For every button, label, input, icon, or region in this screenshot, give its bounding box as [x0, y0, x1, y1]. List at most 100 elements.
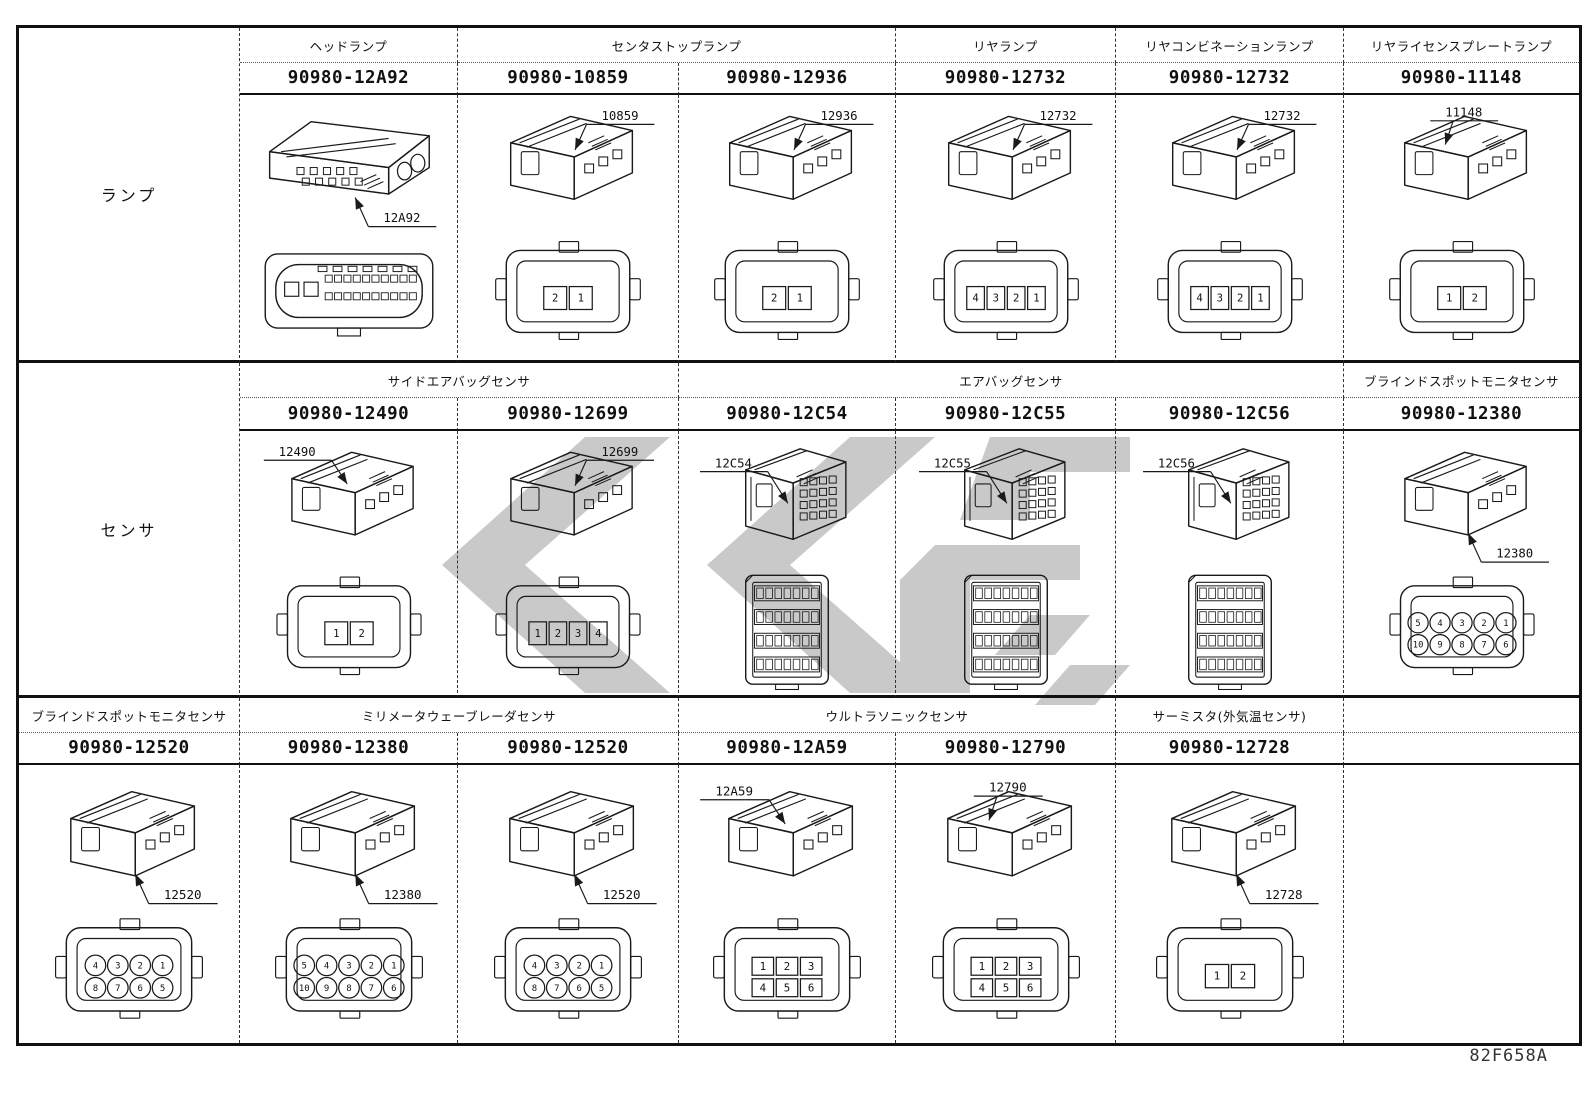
- svg-text:12520: 12520: [603, 887, 641, 902]
- part-number: 90980-12C54: [679, 398, 896, 431]
- svg-text:5: 5: [160, 983, 165, 993]
- part-number: 90980-12732: [1116, 63, 1344, 95]
- svg-text:2: 2: [137, 961, 142, 971]
- svg-text:3: 3: [1216, 293, 1222, 305]
- part-number: 90980-12380: [240, 733, 458, 765]
- svg-text:5: 5: [1002, 981, 1008, 994]
- header-headlamp: ヘッドランプ: [240, 28, 458, 63]
- svg-text:1: 1: [599, 961, 604, 971]
- connector-drawing: 12C55: [896, 431, 1116, 698]
- svg-text:1: 1: [978, 959, 984, 972]
- svg-text:6: 6: [137, 983, 142, 993]
- svg-text:10859: 10859: [601, 109, 638, 123]
- svg-text:2: 2: [1239, 969, 1245, 982]
- svg-text:8: 8: [93, 983, 98, 993]
- part-number: 90980-12520: [19, 733, 240, 765]
- svg-text:12936: 12936: [820, 109, 857, 123]
- part-number-empty: [1344, 733, 1579, 765]
- svg-text:12C55: 12C55: [933, 456, 970, 470]
- part-number: 90980-12936: [679, 63, 896, 95]
- svg-text:7: 7: [368, 983, 373, 993]
- svg-text:8: 8: [532, 983, 537, 993]
- svg-text:3: 3: [346, 961, 351, 971]
- svg-text:12380: 12380: [383, 887, 421, 902]
- svg-text:9: 9: [1437, 641, 1442, 651]
- svg-text:1: 1: [797, 293, 803, 305]
- svg-text:5: 5: [1415, 619, 1420, 629]
- part-number: 90980-12728: [1116, 733, 1344, 765]
- connector-drawing: 12732 4 3 2 1: [1116, 95, 1344, 363]
- part-number: 90980-12490: [240, 398, 458, 431]
- part-number: 90980-12790: [896, 733, 1116, 765]
- svg-text:7: 7: [115, 983, 120, 993]
- svg-text:4: 4: [532, 961, 537, 971]
- svg-text:12380: 12380: [1496, 547, 1533, 561]
- svg-text:10: 10: [298, 983, 309, 993]
- svg-text:4: 4: [978, 981, 984, 994]
- svg-text:6: 6: [1503, 641, 1508, 651]
- connector-drawing: 12936 2 1: [679, 95, 896, 363]
- svg-text:5: 5: [301, 961, 306, 971]
- header-center-stop-lamp: センタストップランプ: [458, 28, 896, 63]
- svg-text:4: 4: [323, 961, 328, 971]
- svg-text:1: 1: [1257, 293, 1263, 305]
- svg-text:8: 8: [1459, 641, 1464, 651]
- svg-text:2: 2: [358, 628, 364, 640]
- svg-text:12A92: 12A92: [383, 211, 420, 225]
- svg-text:4: 4: [760, 981, 766, 994]
- header-blind-spot-monitor-sensor-2: ブラインドスポットモニタセンサ: [19, 698, 240, 733]
- svg-text:12A59: 12A59: [715, 783, 753, 798]
- parts-table: ランプ ヘッドランプ センタストップランプ リヤランプ リヤコンビネーションラン…: [16, 25, 1582, 1046]
- part-number: 90980-12A92: [240, 63, 458, 95]
- svg-text:3: 3: [992, 293, 998, 305]
- connector-drawing-empty: [1344, 765, 1579, 1043]
- header-side-airbag-sensor: サイドエアバッグセンサ: [240, 363, 679, 398]
- svg-text:5: 5: [784, 981, 790, 994]
- svg-text:1: 1: [1033, 293, 1039, 305]
- svg-text:4: 4: [1437, 619, 1442, 629]
- part-number: 90980-12A59: [679, 733, 896, 765]
- svg-text:1: 1: [1503, 619, 1508, 629]
- svg-text:4: 4: [93, 961, 98, 971]
- connector-drawing: 12C56: [1116, 431, 1344, 698]
- row-group-label-sensor: センサ: [19, 363, 240, 698]
- svg-text:2: 2: [1481, 619, 1486, 629]
- svg-text:1: 1: [578, 293, 584, 305]
- svg-text:3: 3: [115, 961, 120, 971]
- svg-text:2: 2: [576, 961, 581, 971]
- header-empty: [1344, 698, 1579, 733]
- svg-text:2: 2: [771, 293, 777, 305]
- svg-text:7: 7: [1481, 641, 1486, 651]
- page-code: 82F658A: [1469, 1046, 1548, 1066]
- header-blind-spot-monitor-sensor: ブラインドスポットモニタセンサ: [1344, 363, 1579, 398]
- svg-text:5: 5: [599, 983, 604, 993]
- part-number: 90980-12699: [458, 398, 679, 431]
- svg-text:7: 7: [554, 983, 559, 993]
- svg-text:2: 2: [555, 628, 561, 640]
- part-number: 90980-11148: [1344, 63, 1579, 95]
- svg-text:11148: 11148: [1445, 105, 1482, 119]
- connector-drawing: 12A92: [240, 95, 458, 363]
- svg-text:12728: 12728: [1264, 887, 1302, 902]
- header-millimeter-wave-radar-sensor: ミリメータウェーブレーダセンサ: [240, 698, 679, 733]
- svg-text:4: 4: [1196, 293, 1202, 305]
- svg-text:2: 2: [1002, 959, 1008, 972]
- svg-text:2: 2: [1236, 293, 1242, 305]
- svg-text:2: 2: [1012, 293, 1018, 305]
- svg-text:12732: 12732: [1263, 109, 1300, 123]
- svg-text:1: 1: [1446, 293, 1452, 305]
- part-number: 90980-12C56: [1116, 398, 1344, 431]
- svg-text:12790: 12790: [988, 779, 1026, 794]
- svg-text:12490: 12490: [278, 445, 315, 459]
- svg-text:12C56: 12C56: [1157, 456, 1194, 470]
